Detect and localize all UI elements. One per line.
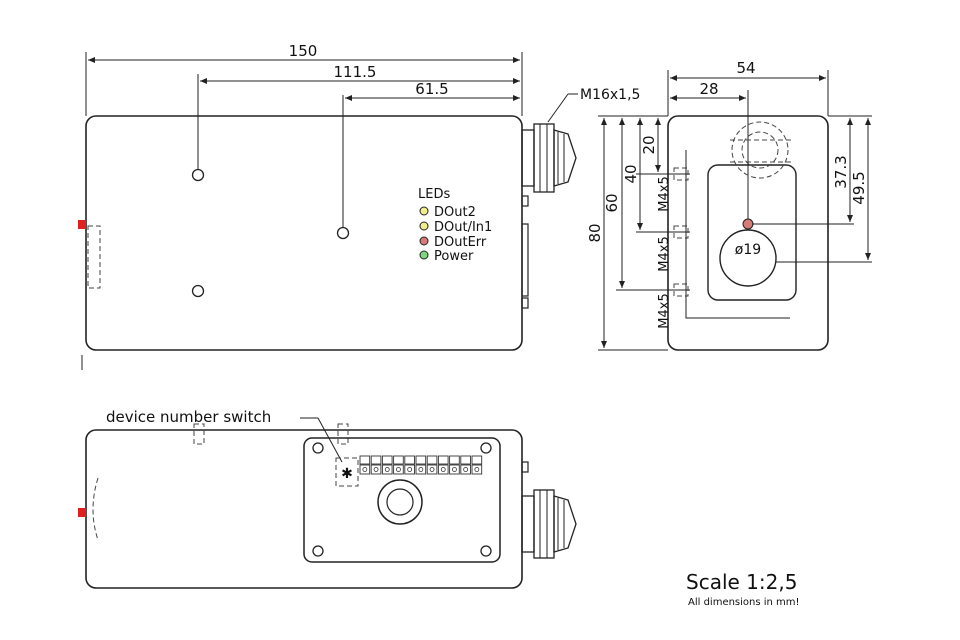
mounting-hole [191,284,205,298]
bottom-bore [377,479,423,525]
inner-edge [685,150,790,319]
bore-diameter-label: ø19 [735,242,761,258]
terminal-slot [404,464,415,475]
terminal-screw [474,467,480,472]
led-legend-item: DOut/In1 [419,220,492,235]
dim-side-40: 40 [622,164,640,183]
led-indicator [419,221,429,231]
terminal-slot [359,464,371,475]
terminal-slot [359,455,371,465]
terminal-slot [415,455,427,465]
gland-thread-label: M16x1,5 [580,87,640,103]
led-label: DOut/In1 [434,220,492,235]
led-legend-item: DOut2 [419,205,476,220]
terminal-slot [460,455,471,465]
thread-label: M4x5 [657,176,672,211]
side-view: 54 28 80 60 40 20 M4x5 M4x5 M4x5 ø19 [586,59,872,351]
terminal-screw [373,467,379,472]
terminal-screw [429,467,435,472]
terminal-slot [449,455,460,465]
dim-total-length: 150 [289,42,318,60]
terminal-slot [404,455,415,465]
terminal-screw [396,467,401,472]
dimensions-note: All dimensions in mm! [688,597,800,608]
cover-screw [480,545,492,557]
thread-hole [673,167,689,181]
device-switch-label: device number switch [106,408,271,426]
terminal-slot [393,464,404,475]
terminal-slot [449,464,460,475]
hidden-arc [92,477,99,541]
top-view: 150 111.5 61.5 M16x1,5 LEDs [78,42,640,370]
led-legend-item: DOutErr [419,235,487,250]
cable-gland [521,123,577,193]
terminal-slot [437,464,449,475]
terminal-slot [415,464,427,475]
dim-hole-one: 111.5 [334,63,377,81]
thread-hole [673,225,689,239]
device-number-switch [335,457,359,487]
dim-side-37: 37.3 [832,155,850,188]
terminal-slot [471,464,483,475]
thread-label: M4x5 [657,236,672,271]
led-indicator [419,206,429,216]
led-label: DOut2 [434,205,476,220]
terminal-slot [370,464,382,475]
dim-side-20: 20 [640,135,658,154]
cover-plate [303,437,501,563]
switch-glyph-icon: ✱ [341,466,353,482]
bore [719,229,777,287]
terminal-screw [440,467,446,472]
terminal-screw [384,467,390,472]
led-window [742,218,754,230]
terminal-screw [407,467,413,472]
dim-hole-two: 61.5 [415,80,448,98]
cover-screw [312,442,324,454]
terminal-slot [381,455,393,465]
cable-gland [521,489,577,559]
led-indicator [419,236,429,246]
led-label: DOutErr [434,235,487,250]
terminal-screw [362,467,368,472]
terminal-slot [437,455,449,465]
mounting-hole [336,226,350,240]
scale-text: Scale 1:2,5 [686,570,797,594]
terminal-screw [418,467,424,472]
cover-screw [312,545,324,557]
red-marker [78,220,86,229]
screw-hidden [193,423,205,445]
bottom-view: device number switch ✱ [78,408,577,589]
terminal-block [359,455,483,475]
terminal-slot [381,464,393,475]
terminal-screw [463,467,469,472]
dim-side-80: 80 [586,223,604,242]
led-legend-title: LEDs [418,187,450,202]
terminal-slot [426,464,438,475]
inner-pocket [707,164,797,301]
led-legend-item: Power [419,249,474,264]
thread-hole [673,283,689,297]
thread-label: M4x5 [657,293,672,328]
terminal-slot [426,455,438,465]
led-label: Power [434,249,474,264]
gland-hidden-outline [731,121,789,179]
hidden-connector-outline [87,225,101,289]
dim-side-60: 60 [603,193,621,212]
gland-hidden-outline [741,131,779,169]
bottom-bore-inner [386,488,414,516]
screw-hidden [337,423,349,445]
mounting-hole [191,168,205,182]
dim-side-center: 28 [699,80,718,98]
terminal-slot [393,455,404,465]
terminal-slot [460,464,471,475]
terminal-slot [471,455,483,465]
terminal-slot [370,455,382,465]
red-marker [78,508,86,517]
terminal-screw [452,467,457,472]
dim-side-49: 49.5 [850,171,868,204]
dim-side-width: 54 [736,59,755,77]
led-indicator [419,250,429,260]
cover-screw [480,442,492,454]
